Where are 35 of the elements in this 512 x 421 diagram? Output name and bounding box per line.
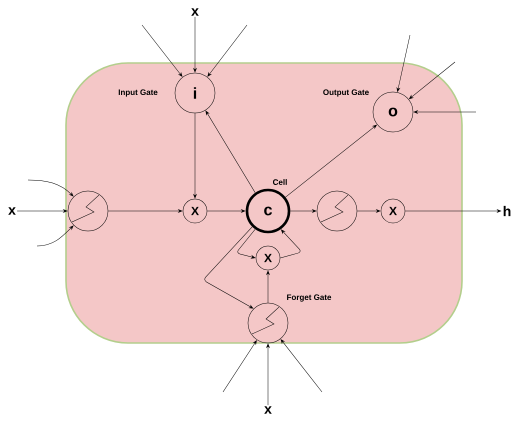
arrow xyxy=(285,124,377,198)
sigmoid-circle xyxy=(68,190,108,232)
arrow xyxy=(414,110,476,114)
arrow xyxy=(409,62,456,100)
arrow xyxy=(405,209,502,213)
gate-label: Output Gate xyxy=(323,89,369,97)
input-label: x xyxy=(264,406,272,414)
arrow xyxy=(238,229,256,259)
arrow xyxy=(280,230,300,258)
input-label: x xyxy=(8,207,16,215)
arrow xyxy=(266,270,270,303)
arrow xyxy=(280,339,322,392)
arrow xyxy=(193,16,197,72)
arrow xyxy=(108,209,182,213)
arrow xyxy=(206,110,256,193)
arrow xyxy=(142,24,182,77)
arrow xyxy=(207,209,246,213)
arrow xyxy=(16,209,68,213)
arrow xyxy=(266,344,270,406)
gate-label: Cell xyxy=(273,179,287,185)
arrow xyxy=(36,226,74,246)
arrow xyxy=(207,24,248,77)
gate-label: Forget Gate xyxy=(287,294,332,302)
arrow xyxy=(193,113,197,198)
arrow xyxy=(204,226,254,309)
arrow xyxy=(357,209,380,213)
sigmoid-circle xyxy=(316,190,358,232)
arrow xyxy=(290,209,316,213)
gate-label: Input Gate xyxy=(118,89,158,97)
arrow xyxy=(28,180,74,196)
cell-container xyxy=(65,62,463,344)
output-label: h xyxy=(504,206,510,216)
arrow xyxy=(396,34,410,92)
arrow xyxy=(222,340,257,392)
input-label: x xyxy=(191,8,199,16)
